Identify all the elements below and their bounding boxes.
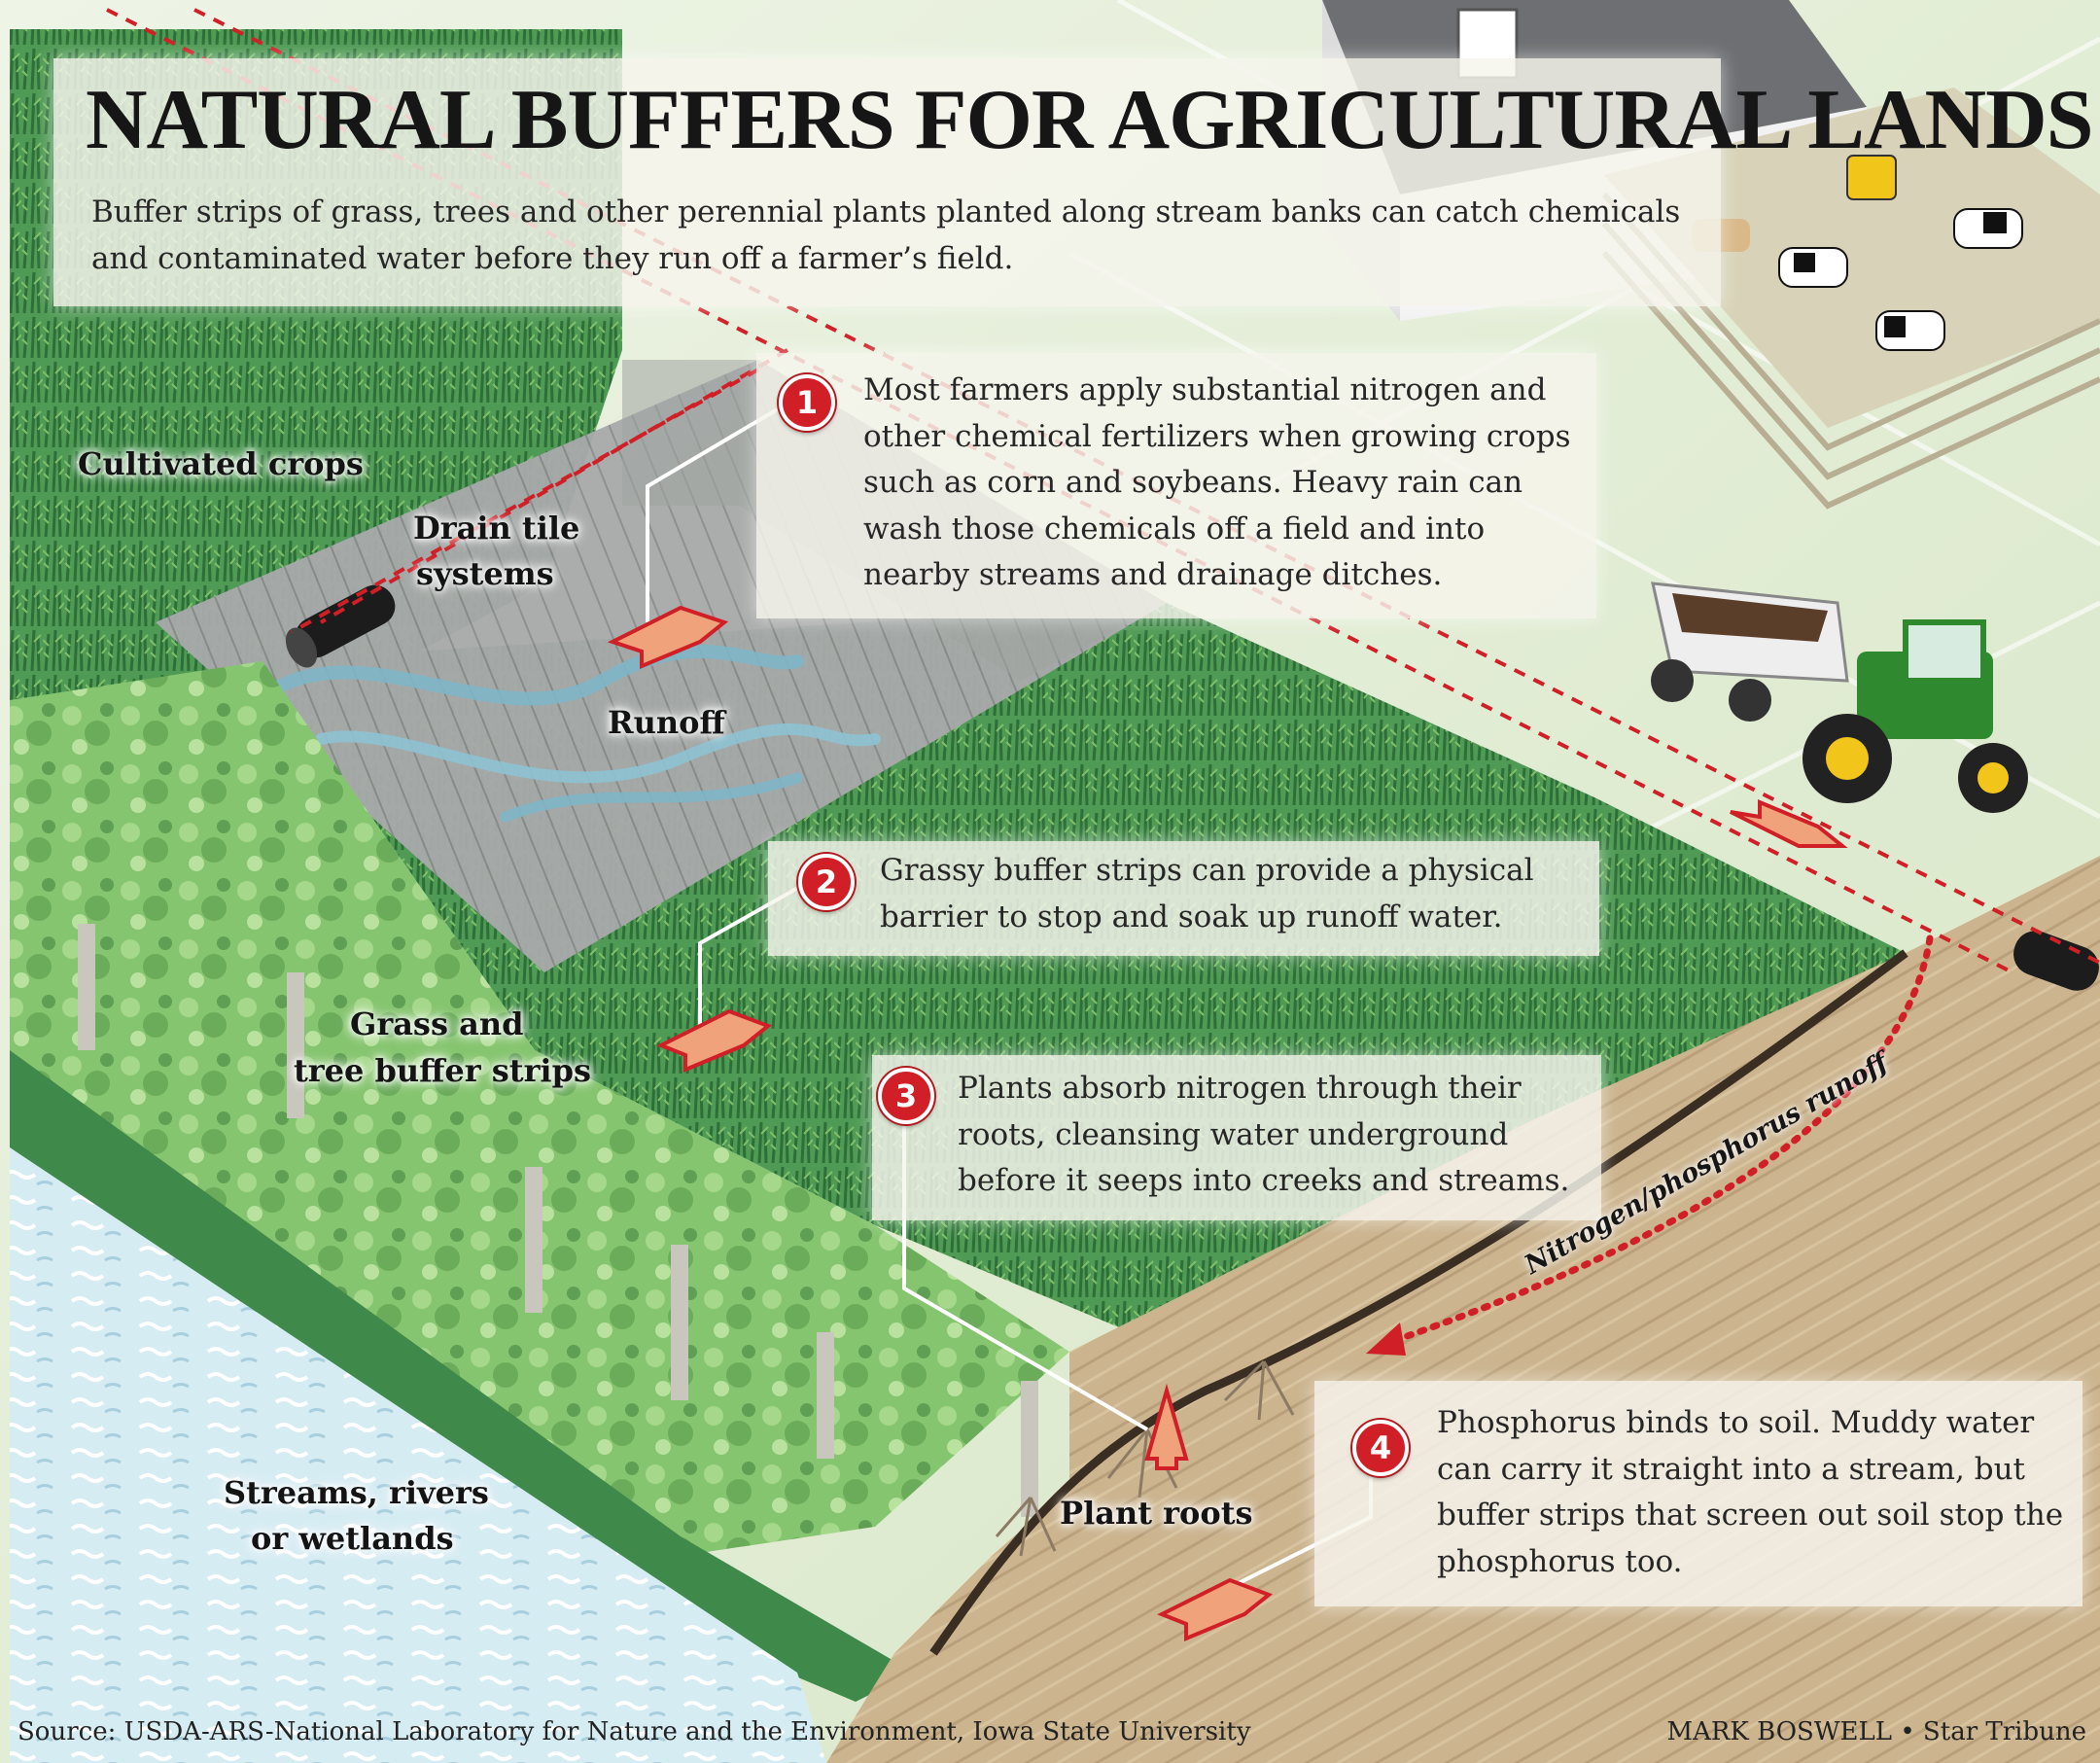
outflow-pipe [2013,931,2099,991]
callout-panel-2 [768,841,1599,956]
label-plant-roots: Plant roots [1060,1495,1253,1532]
footer-source: Source: USDA-ARS-National Laboratory for… [18,1717,1251,1746]
pen-ground [1604,88,2100,428]
tree-buffer-strip [10,661,1069,1556]
callout-panel-3 [872,1055,1601,1220]
skid-loader [1846,155,1897,200]
grass-strip [10,1050,914,1702]
callout-badge-3: 3 [878,1068,934,1124]
manure-spreader [1651,582,1849,722]
callout-badge-2: 2 [798,854,855,910]
label-drain-tile-line1: Drain tile [413,510,580,547]
nitrogen-runoff-arrow [1366,934,1934,1356]
water-body [10,1147,826,1763]
callout-text-1: Most farmers apply substantial nitrogen … [863,372,1571,592]
label-streams-line2: or wetlands [251,1520,454,1557]
label-grass-tree-line1: Grass and [350,1005,524,1042]
callout-panel-1 [756,353,1596,618]
footer-credit: MARK BOSWELL • Star Tribune [1666,1717,2086,1746]
label-streams-line1: Streams, rivers [224,1474,489,1511]
cows [1778,208,2023,351]
header-panel [53,58,1721,306]
label-drain-tile-line2: systems [416,555,554,592]
page-title: NATURAL BUFFERS FOR AGRICULTURAL LANDS [86,73,2094,167]
callout-text-2: Grassy buffer strips can provide a physi… [880,853,1534,934]
label-runoff: Runoff [608,704,725,741]
label-cultivated-crops: Cultivated crops [78,445,364,482]
tile-lines [106,8,2100,974]
callout-text-4: Phosphorus binds to soil. Muddy water ca… [1437,1405,2064,1579]
callout-badge-1: 1 [779,374,835,431]
callout-badge-4: 4 [1352,1420,1409,1476]
callout-panel-4 [1314,1381,2082,1606]
drain-tile-pipe [285,584,396,668]
label-grass-tree-line2: tree buffer strips [294,1052,591,1089]
tractor [1802,619,2028,813]
callout-text-3: Plants absorb nitrogen through their roo… [958,1071,1570,1198]
flow-arrows [607,605,1848,1641]
page-subtitle: Buffer strips of grass, trees and other … [91,194,1681,276]
